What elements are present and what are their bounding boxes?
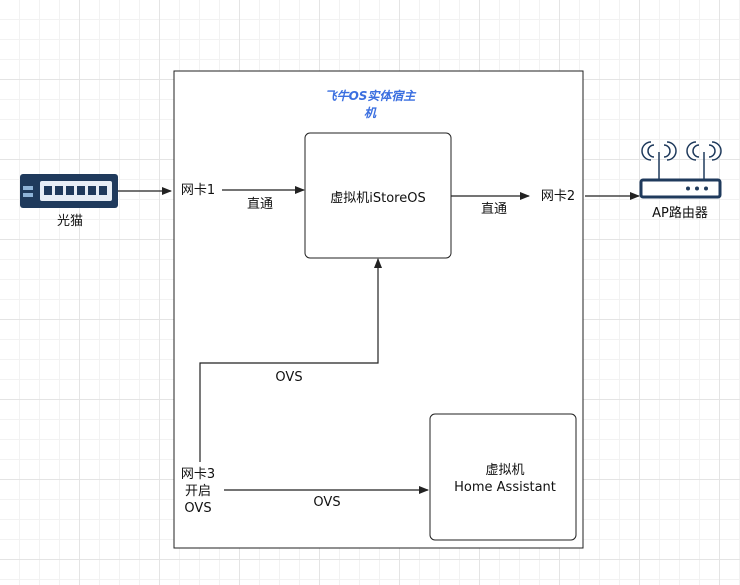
nic3-label-line2: 开启 xyxy=(185,484,211,499)
modem-label: 光猫 xyxy=(57,214,83,229)
nic3-label-line1: 网卡3 xyxy=(181,467,215,482)
link-direct2-label: 直通 xyxy=(481,202,507,217)
router-icon xyxy=(639,178,722,199)
host-title-line2: 机 xyxy=(364,106,377,120)
nic3-label-line3: OVS xyxy=(184,501,211,516)
router-device[interactable]: AP路由器 xyxy=(639,141,722,221)
nic1-label: 网卡1 xyxy=(181,183,215,198)
vm-home-assistant-box[interactable] xyxy=(429,413,577,541)
link-nic3-istoreos-ovs[interactable] xyxy=(199,258,382,462)
nic2-label: 网卡2 xyxy=(541,189,575,204)
vm-ha-label-line1: 虚拟机 xyxy=(485,463,524,478)
link-direct1-label: 直通 xyxy=(247,197,273,212)
wifi-icon xyxy=(641,141,722,182)
link-ovs-ha-label: OVS xyxy=(313,495,340,510)
link-ovs-up-label: OVS xyxy=(275,370,302,385)
router-label: AP路由器 xyxy=(652,205,708,221)
vm-istoreos-label: 虚拟机iStoreOS xyxy=(330,191,425,206)
modem-device[interactable]: 光猫 xyxy=(20,174,118,229)
host-title-line1: 飞牛OS实体宿主 xyxy=(325,89,417,103)
vm-ha-label-line2: Home Assistant xyxy=(454,480,556,495)
